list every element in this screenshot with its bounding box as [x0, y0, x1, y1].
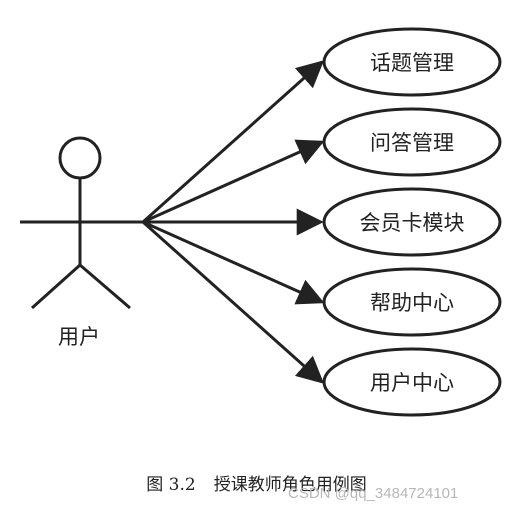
association-arrows: [142, 60, 325, 384]
use-case-topic-management: 话题管理: [322, 27, 502, 97]
actor-left-leg: [30, 263, 82, 310]
use-case-label: 问答管理: [370, 131, 454, 155]
figure-title: 授课教师角色用例图: [213, 475, 367, 495]
actor-head: [58, 136, 102, 180]
association-arrow: [142, 60, 325, 224]
association-arrow: [142, 220, 325, 305]
figure-number: 图 3.2: [146, 475, 196, 495]
actor-right-leg: [79, 263, 131, 310]
use-case-ellipse: [322, 27, 502, 97]
use-case-ellipse: [322, 107, 502, 177]
use-case-ellipse: [322, 187, 502, 257]
use-case-label: 用户中心: [370, 371, 454, 395]
use-case-ellipse: [322, 267, 502, 337]
use-case-help-center: 帮助中心: [322, 267, 502, 337]
use-case-qa-management: 问答管理: [322, 107, 502, 177]
use-case-label: 会员卡模块: [360, 211, 465, 235]
use-case-membership-card: 会员卡模块: [322, 187, 502, 257]
association-arrow: [142, 139, 325, 224]
use-case-label: 帮助中心: [370, 291, 454, 315]
figure-caption: 图 3.2 授课教师角色用例图: [0, 470, 513, 495]
use-case-label: 话题管理: [370, 51, 454, 75]
csdn-watermark: CSDN @qq_3484724101: [288, 485, 459, 502]
actor-label: 用户: [58, 325, 100, 349]
use-case-user-center: 用户中心: [322, 347, 502, 417]
actor-figure: 用户: [20, 136, 143, 349]
association-arrow: [142, 220, 325, 384]
use-case-ellipse: [322, 347, 502, 417]
